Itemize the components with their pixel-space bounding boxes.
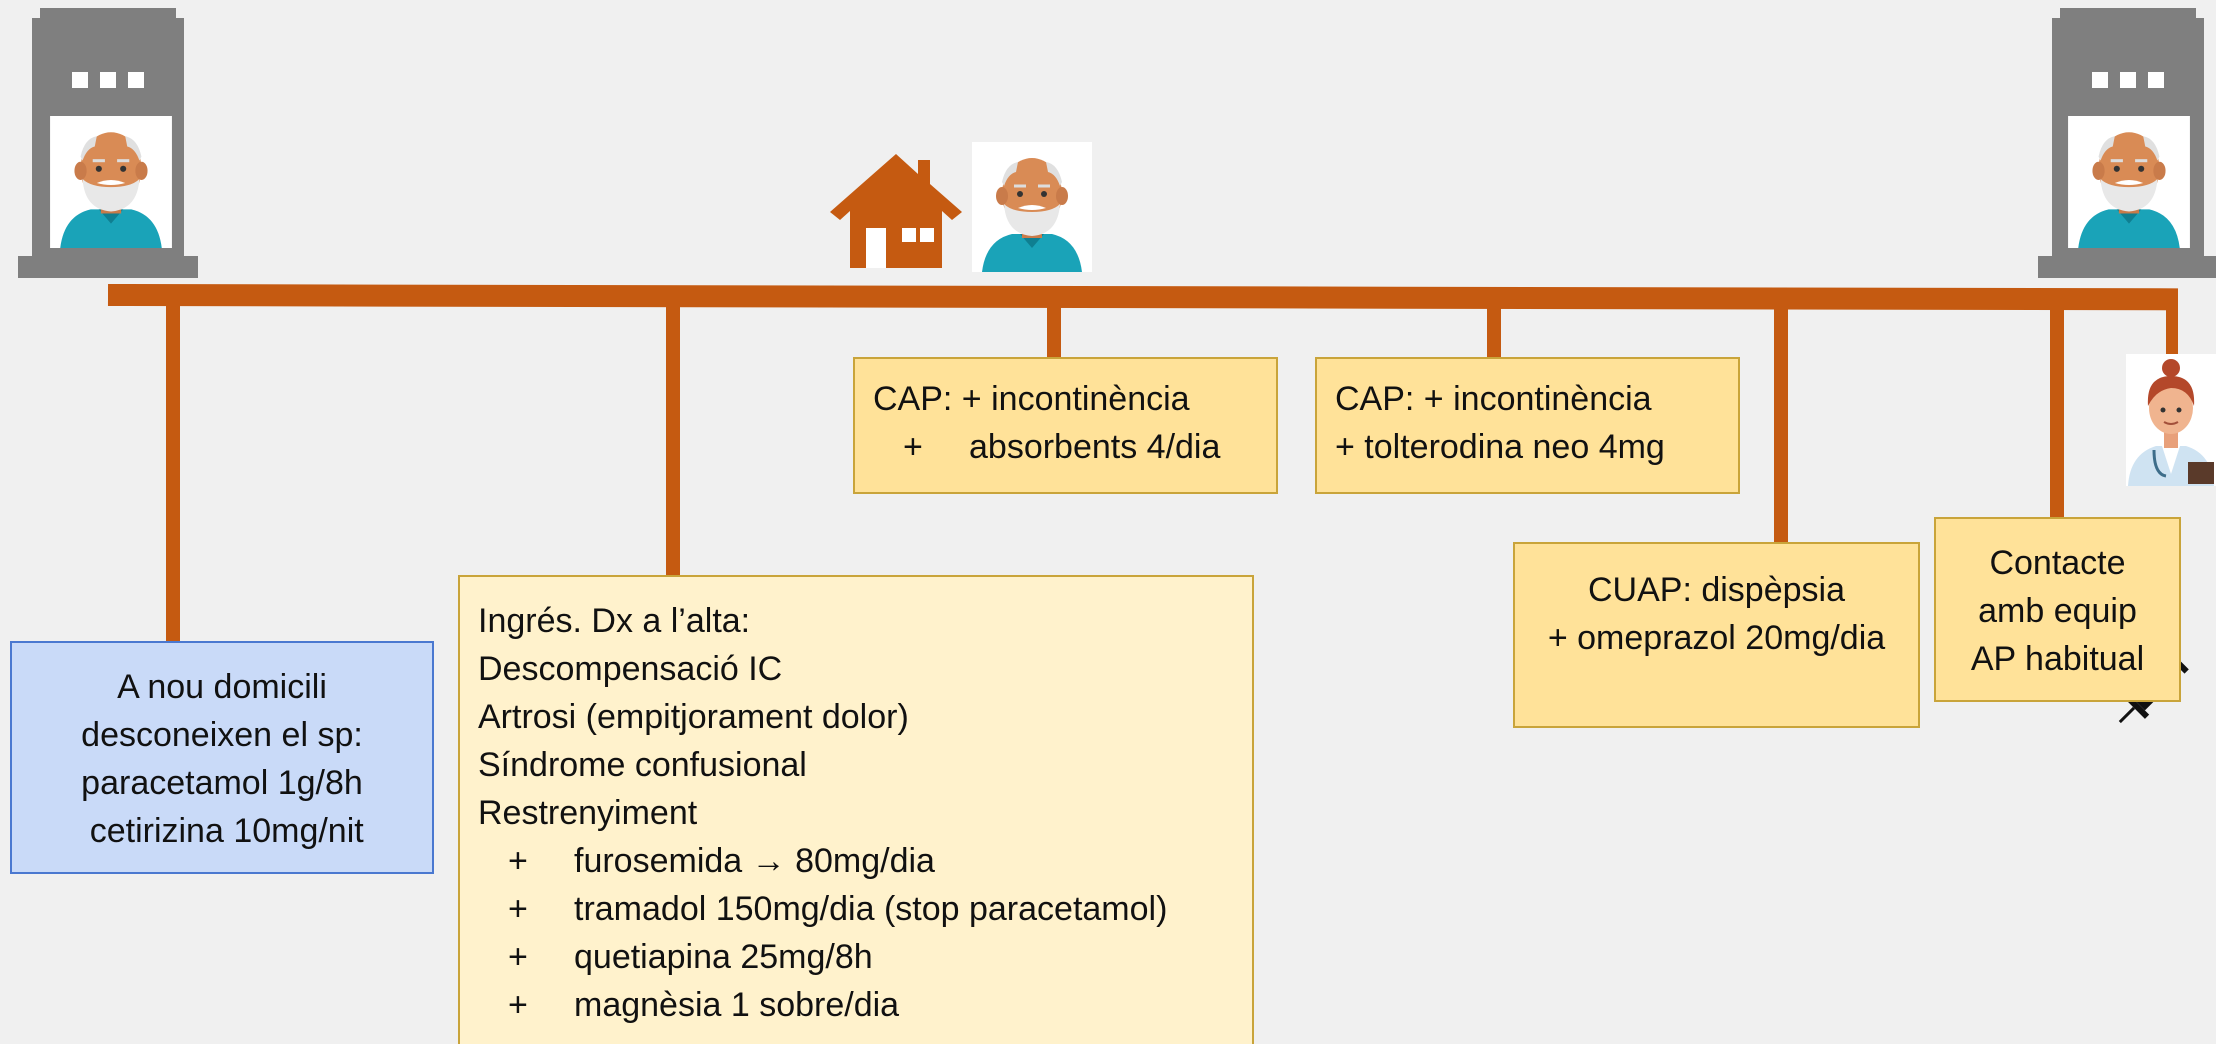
bullet: + — [903, 428, 923, 466]
patient-avatar-icon — [2068, 116, 2190, 248]
event-line: + omeprazol 20mg/dia — [1547, 619, 1886, 657]
event-line: CUAP: dispèpsia — [1587, 571, 1845, 609]
bullet: + — [508, 842, 528, 880]
event-line: Artrosi (empitjorament dolor) — [478, 698, 909, 736]
patient-avatar-icon — [972, 142, 1092, 272]
event-line: paracetamol 1g/8h — [81, 764, 363, 802]
bullet: + — [508, 890, 528, 928]
treatment-text: tramadol 150mg/dia (stop paracetamol) — [574, 890, 1168, 928]
timeline-connector — [1487, 302, 1501, 358]
event-line: A nou domicili — [117, 668, 327, 706]
event-contact-box: Contacte amb equip AP habitual — [1934, 517, 2181, 702]
event-admission-box: Ingrés. Dx a l’alta: Descompensació IC A… — [458, 575, 1254, 1044]
treatment-text: furosemida → 80mg/dia — [574, 842, 935, 880]
timeline-connector — [2166, 296, 2178, 354]
treatment-text: magnèsia 1 sobre/dia — [574, 986, 900, 1024]
event-new-home-box: A nou domicili desconeixen el sp: parace… — [10, 641, 434, 874]
event-cap-tolterodina-box: CAP: + incontinència + tolterodina neo 4… — [1315, 357, 1740, 494]
patient-avatar-icon — [50, 116, 172, 248]
event-line: Descompensació IC — [478, 650, 783, 688]
event-line: AP habitual — [1970, 640, 2145, 678]
female-doctor-icon — [2126, 354, 2216, 486]
event-line: Restrenyiment — [478, 794, 698, 832]
timeline-connector — [166, 300, 180, 642]
event-line: CAP: + incontinència — [873, 380, 1190, 418]
event-line: amb equip — [1978, 592, 2137, 630]
event-cap-absorbents-box: CAP: + incontinència + absorbents 4/dia — [853, 357, 1278, 494]
event-line: CAP: + incontinència — [1335, 380, 1652, 418]
treatment-text: absorbents 4/dia — [969, 428, 1221, 466]
timeline-connector — [2050, 304, 2064, 518]
event-line: desconeixen el sp: — [81, 716, 363, 754]
event-line: Ingrés. Dx a l’alta: — [478, 602, 751, 640]
bullet: + — [508, 938, 528, 976]
treatment-text: quetiapina 25mg/8h — [574, 938, 873, 976]
timeline-connector — [666, 300, 680, 576]
timeline-connector — [1047, 302, 1061, 358]
treatment-item: + magnèsia 1 sobre/dia — [478, 981, 1252, 1029]
house-icon — [826, 150, 966, 270]
event-cuap-box: CUAP: dispèpsia + omeprazol 20mg/dia — [1513, 542, 1920, 728]
event-line: Síndrome confusional — [478, 746, 807, 784]
bullet: + — [508, 986, 528, 1024]
treatment-item: + absorbents 4/dia — [873, 423, 1276, 471]
treatment-item: + quetiapina 25mg/8h — [478, 933, 1252, 981]
event-line: + tolterodina neo 4mg — [1335, 428, 1665, 466]
event-line: Contacte — [1989, 544, 2126, 582]
timeline-axis — [107, 284, 2179, 311]
treatment-item: + furosemida → 80mg/dia — [478, 837, 1252, 885]
event-line: cetirizina 10mg/nit — [80, 812, 364, 850]
treatment-item: + tramadol 150mg/dia (stop paracetamol) — [478, 885, 1252, 933]
timeline-connector — [1774, 304, 1788, 550]
